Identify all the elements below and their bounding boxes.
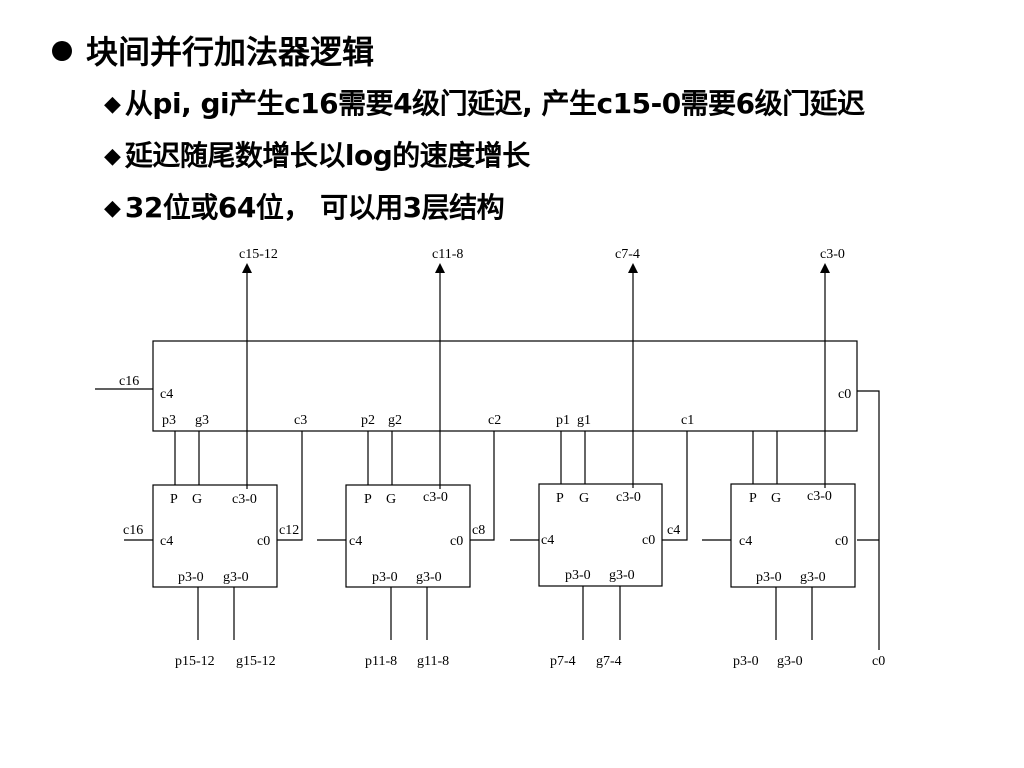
bottom-g-input-label: g7-4 [596,654,622,669]
block-pin-label: p3-0 [756,570,782,585]
top-block-pin-label: p2 [361,413,375,428]
block-cout-label: c3-0 [807,489,832,504]
block-p-label: P [364,492,372,507]
block-gin-label: g3-0 [223,570,249,585]
top-output-label: c15-12 [239,247,278,262]
top-left-input-label: c16 [119,374,139,389]
top-block-pin-label: p3 [162,413,176,428]
top-block-pin-label: p1 [556,413,570,428]
block-p-label: P [556,491,564,506]
heading-text: 块间并行加法器逻辑 [86,33,375,71]
block-c0-label: c0 [835,534,848,549]
block-right-signal: c8 [472,523,485,538]
heading: 块间并行加法器逻辑 [52,30,374,74]
block-c0-label: c0 [450,534,463,549]
bottom-g-input-label: g11-8 [417,654,449,669]
bullet-item-2-text: 延迟随尾数增长以log的速度增长 [124,139,530,172]
c4-wire [662,431,688,541]
block-c0-label: c0 [642,533,655,548]
block-gin-label: g3-0 [416,570,442,585]
c0-wire [857,390,880,650]
diamond-bullet-icon: ◆ [104,92,121,117]
block-4 [730,483,856,588]
bottom-g-input-label: g15-12 [236,654,276,669]
block-g-label: G [579,491,589,506]
bottom-p-input-label: p3-0 [733,654,759,669]
top-block-c0-label: c0 [838,387,851,402]
block-pin-label: p3-0 [178,570,204,585]
top-block-pin-label: c1 [681,413,694,428]
block-p-label: P [170,492,178,507]
top-output-label: c11-8 [432,247,463,262]
diamond-bullet-icon: ◆ [104,144,121,169]
top-lookahead-block [152,340,858,432]
bullet-item-1-text: 从pi, gi产生c16需要4级门延迟, 产生c15-0需要6级门延迟 [124,87,865,120]
bullet-dot-icon [52,41,72,61]
block-c4-label: c4 [739,534,752,549]
block-cout-label: c3-0 [232,492,257,507]
c8-wire [470,431,495,541]
block-pin-label: p3-0 [565,568,591,583]
diamond-bullet-icon: ◆ [104,196,121,221]
block-g-label: G [771,491,781,506]
bullet-item-2: ◆延迟随尾数增长以log的速度增长 [104,136,530,179]
bullet-item-3-text: 32位或64位， 可以用3层结构 [124,191,505,224]
top-block-pin-label: c3 [294,413,307,428]
block-c4-label: c4 [349,534,362,549]
top-output-label: c3-0 [820,247,845,262]
block-c4-label: c4 [541,533,554,548]
top-output-label: c7-4 [615,247,640,262]
block-gin-label: g3-0 [609,568,635,583]
bottom-p-input-label: p7-4 [550,654,576,669]
block-g-label: G [386,492,396,507]
block-pin-label: p3-0 [372,570,398,585]
block-cout-label: c3-0 [423,490,448,505]
bullet-item-1: ◆从pi, gi产生c16需要4级门延迟, 产生c15-0需要6级门延迟 [104,84,865,127]
top-block-pin-label: g2 [388,413,402,428]
block-c4-label: c4 [160,534,173,549]
block-2 [345,484,471,588]
bottom-g-input-label: g3-0 [777,654,803,669]
block-3 [538,483,663,587]
block-right-signal: c12 [279,523,299,538]
bottom-p-input-label: p15-12 [175,654,215,669]
block-gin-label: g3-0 [800,570,826,585]
top-block-pin-label: g1 [577,413,591,428]
block-p-label: P [749,491,757,506]
top-block-pin-label: c2 [488,413,501,428]
c12-wire [277,431,303,541]
block-left-signal: c16 [123,523,143,538]
c0-input-label: c0 [872,654,885,669]
block-1 [152,484,278,588]
top-block-c4-label: c4 [160,387,173,402]
top-block-pin-label: g3 [195,413,209,428]
block-cout-label: c3-0 [616,490,641,505]
block-right-signal: c4 [667,523,680,538]
bottom-p-input-label: p11-8 [365,654,397,669]
block-c0-label: c0 [257,534,270,549]
bullet-item-3: ◆32位或64位， 可以用3层结构 [104,188,505,231]
block-g-label: G [192,492,202,507]
